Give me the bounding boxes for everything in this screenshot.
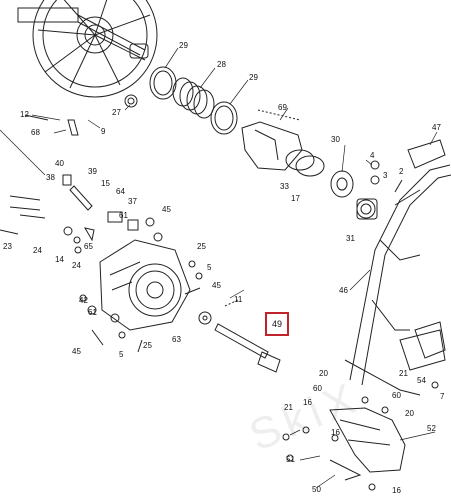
callout-54: 54 [417,376,426,385]
callout-20b: 20 [405,409,414,418]
frame-46 [344,164,451,396]
callout-51: 51 [286,455,295,464]
callout-15: 15 [101,179,110,188]
callout-21a: 21 [399,369,408,378]
callout-23: 23 [3,242,12,251]
callout-21b: 21 [284,403,293,412]
drive-pulley [17,0,158,98]
highlighted-callout-49-label: 49 [271,319,282,329]
callout-9: 9 [101,127,106,136]
callout-16c: 16 [392,486,401,495]
callout-64: 64 [116,187,125,196]
callout-38: 38 [46,173,55,182]
part-27 [124,94,138,108]
callout-7: 7 [440,392,445,401]
washer-29a [149,66,177,100]
callout-60a: 60 [313,384,322,393]
callout-16a: 16 [303,398,312,407]
callout-25a: 25 [197,242,206,251]
lower-assembly [282,321,446,491]
washer-29b [210,101,238,135]
callout-4: 4 [370,151,375,160]
callout-68: 68 [31,128,40,137]
chaincase-63 [99,239,191,331]
callout-17: 17 [291,194,300,203]
callout-47: 47 [432,123,441,132]
callout-60b: 60 [392,391,401,400]
highlighted-callout-49[interactable]: 49 [265,312,289,336]
callout-42: 42 [79,296,88,305]
bolt-49 [214,323,281,373]
callout-5a: 5 [207,263,212,272]
callout-11: 11 [234,295,243,304]
callout-45c: 45 [72,347,81,356]
callout-14: 14 [55,255,64,264]
callout-63: 63 [172,335,181,344]
callout-40: 40 [55,159,64,168]
callout-25b: 25 [143,341,152,350]
callout-65: 65 [84,242,93,251]
callout-29b: 29 [249,73,258,82]
callout-12: 12 [20,110,29,119]
callout-3: 3 [383,171,388,180]
callout-27: 27 [112,108,121,117]
callout-50: 50 [312,485,321,494]
callout-28: 28 [217,60,226,69]
callout-52: 52 [427,424,436,433]
leader-lines [0,47,438,489]
callout-45a: 45 [162,205,171,214]
callout-24b: 24 [72,261,81,270]
callout-69: 69 [278,103,287,112]
callout-2: 2 [399,167,404,176]
callout-46: 46 [339,286,348,295]
washer-11 [198,311,212,325]
callout-31: 31 [346,234,355,243]
callout-33: 33 [280,182,289,191]
bearing-31 [356,198,378,220]
small-fasteners [0,114,403,353]
washer-30 [330,170,354,198]
callout-61a: 61 [119,211,128,220]
callout-45b: 45 [212,281,221,290]
housing-69 [241,109,325,177]
callout-39: 39 [88,167,97,176]
callout-20a: 20 [319,369,328,378]
callout-37: 37 [128,197,137,206]
spring-28 [172,77,215,119]
bushing [129,43,149,59]
part-47 [407,139,446,169]
callout-61b: 61 [88,308,97,317]
callout-16b: 16 [331,428,340,437]
callout-30: 30 [331,135,340,144]
callout-24a: 24 [33,246,42,255]
callout-29a: 29 [179,41,188,50]
callout-5b: 5 [119,350,124,359]
